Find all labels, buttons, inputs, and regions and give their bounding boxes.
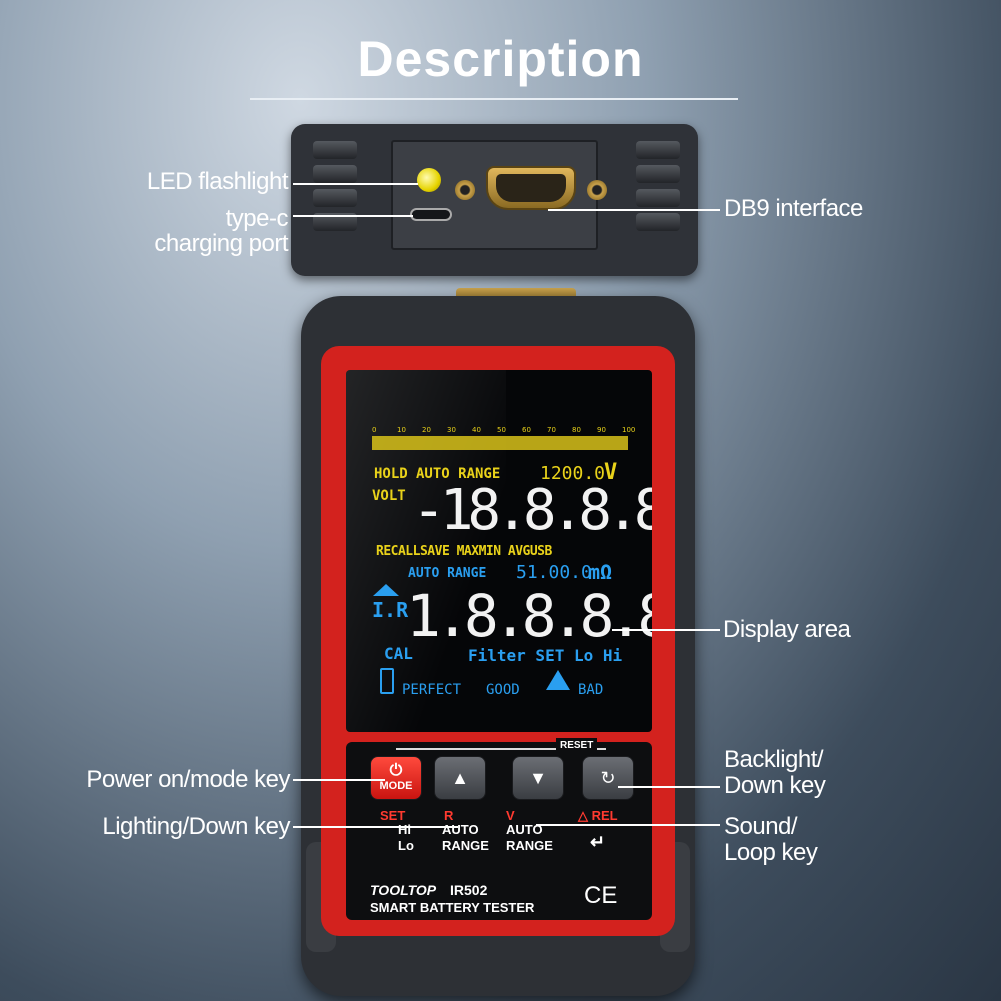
power-icon: ⏻: [389, 762, 403, 779]
lcd-range-mid-unit: mΩ: [588, 560, 613, 584]
scale-tick-label: 20: [422, 426, 431, 434]
lcd-range-top: 1200.0: [540, 463, 606, 484]
connector-panel: [391, 140, 607, 250]
rel-label: △ REL: [578, 808, 618, 823]
page-title: Description: [357, 31, 644, 87]
flashlight-icon: ▲: [451, 768, 469, 788]
scale-tick-label: 60: [522, 426, 531, 434]
ce-mark: CE: [584, 882, 618, 909]
lcd-modes: RECALLSAVE MAXMIN AVGUSB: [376, 544, 552, 559]
callout-backlight-2: Down key: [724, 772, 826, 799]
callout-lighting: Lighting/Down key: [102, 813, 290, 840]
home-icon: [373, 584, 399, 596]
sound-loop-button[interactable]: ↻: [582, 756, 634, 800]
db9-screw-right: [587, 180, 607, 200]
title-underline: [250, 98, 738, 100]
callout-line-power: [293, 779, 385, 781]
range-label-2: RANGE: [506, 838, 553, 853]
v-label: V: [506, 808, 515, 823]
power-mode-button[interactable]: ⏻ MODE: [370, 756, 422, 800]
lcd-perfect: PERFECT: [402, 682, 462, 698]
lcd-good: GOOD: [486, 682, 520, 698]
auto-label-2: AUTO: [506, 822, 543, 837]
battery-icon: [380, 668, 394, 694]
callout-typec-1: type-c: [225, 205, 289, 232]
scale-tick-label: 10: [397, 426, 406, 434]
callout-led: LED flashlight: [146, 168, 289, 195]
scale-tick-label: 30: [447, 426, 456, 434]
model-name: IR502: [450, 882, 488, 898]
lcd-cal: CAL: [384, 644, 413, 663]
callout-line-lighting: [293, 826, 458, 828]
bulb-icon: ▼: [529, 768, 547, 788]
set-label: SET: [380, 808, 406, 823]
db9-connector: [486, 166, 576, 210]
scale-tick-label: 40: [472, 426, 481, 434]
type-c-port: [410, 208, 452, 221]
hi-label: Hi: [398, 822, 411, 837]
lcd-ir: I.R: [372, 598, 409, 622]
lcd-display: 0 10 20 30 40 50 60 70 80 90 100 HOLD AUTO RANGE 1…: [346, 370, 652, 732]
callout-power: Power on/mode key: [86, 766, 290, 793]
lo-label: Lo: [398, 838, 414, 853]
lcd-volt: VOLT: [372, 488, 406, 504]
lcd-filter: Filter SET Lo Hi: [468, 646, 623, 665]
mode-key-label: MODE: [379, 780, 413, 792]
scale-tick-label: 80: [572, 426, 581, 434]
callout-line-sound: [536, 824, 720, 826]
callout-line-typec: [293, 215, 413, 217]
loop-icon: ↻: [600, 768, 616, 788]
warning-icon: [546, 670, 570, 690]
right-grip: [632, 135, 684, 265]
callout-db9: DB9 interface: [724, 195, 863, 222]
callout-line-db9: [548, 209, 720, 211]
lcd-range-mid: 51.00.0: [516, 562, 592, 583]
lcd-second-reading: 1.8.8.8.8: [406, 582, 652, 650]
top-end-view: [291, 124, 698, 276]
scale-tick-label: 70: [547, 426, 556, 434]
scale-tick-label: 50: [497, 426, 506, 434]
scale-tick-label: 90: [597, 426, 606, 434]
r-label: R: [444, 808, 454, 823]
callout-sound-2: Loop key: [724, 839, 818, 866]
callout-sound-1: Sound/: [724, 813, 798, 840]
callout-line-led: [293, 183, 418, 185]
led-flashlight: [417, 168, 441, 192]
range-label: RANGE: [442, 838, 489, 853]
callout-backlight-1: Backlight/: [724, 746, 824, 773]
db9-screw-left: [455, 180, 475, 200]
auto-label: AUTO: [442, 822, 479, 837]
lcd-auto-range-top: AUTO RANGE: [416, 466, 501, 482]
callout-line-backlight: [618, 786, 720, 788]
scale-tick-label: 100: [622, 426, 636, 434]
bargraph: [372, 436, 628, 450]
bargraph-scale: 0 10 20 30 40 50 60 70 80 90 100: [372, 426, 635, 438]
lcd-bad: BAD: [578, 682, 604, 698]
callout-line-display: [612, 629, 720, 631]
keypad: RESET ⏻ MODE ▲ ▼ ↻ SET Hi Lo R AUTO RANG…: [346, 738, 652, 920]
lighting-up-button[interactable]: ▲: [434, 756, 486, 800]
callout-typec-2: charging port: [154, 230, 288, 257]
scale-tick-label: 0: [372, 426, 377, 434]
callout-display: Display area: [723, 616, 851, 643]
lcd-main-reading: -18.8.8.8: [412, 478, 652, 543]
brand-logo: TOOLTOP: [370, 882, 437, 898]
lcd-hold: HOLD: [374, 466, 408, 482]
left-grip: [309, 135, 361, 265]
lcd-range-top-unit: V: [604, 460, 618, 485]
return-arrow-icon: ↵: [590, 832, 606, 852]
product-name: SMART BATTERY TESTER: [370, 900, 535, 915]
reset-label: RESET: [556, 738, 598, 754]
auto-range-down-button[interactable]: ▼: [512, 756, 564, 800]
lcd-auto-range-mid: AUTO RANGE: [408, 566, 487, 581]
